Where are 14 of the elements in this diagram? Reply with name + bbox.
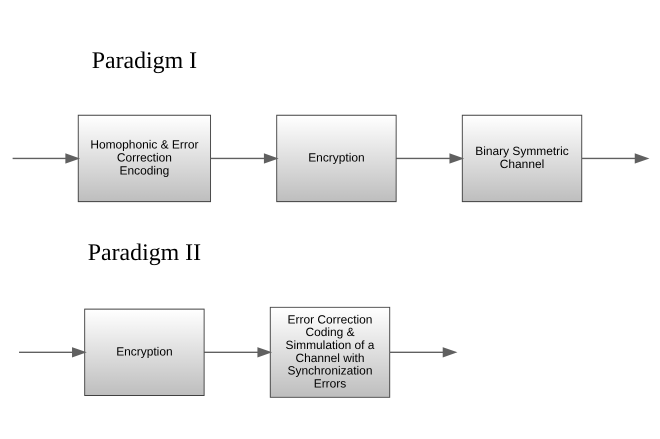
node-box: Error Correction Coding & Simmulation of a Channel with Synchronization Errors: [270, 306, 390, 398]
arrow: [396, 152, 464, 164]
arrow: [204, 346, 272, 357]
arrow: [390, 346, 458, 357]
node-box: Binary Symmetric Channel: [462, 114, 582, 202]
label: Paradigm II: [88, 240, 202, 266]
arrow: [582, 152, 650, 164]
arrow: [19, 346, 87, 357]
label: Paradigm I: [92, 48, 198, 74]
arrow: [12, 152, 80, 164]
node-box: Encryption: [276, 114, 397, 202]
node-box: Homophonic & Error Correction Encoding: [78, 114, 212, 202]
node-box: Encryption: [84, 308, 205, 396]
arrow: [210, 152, 279, 164]
